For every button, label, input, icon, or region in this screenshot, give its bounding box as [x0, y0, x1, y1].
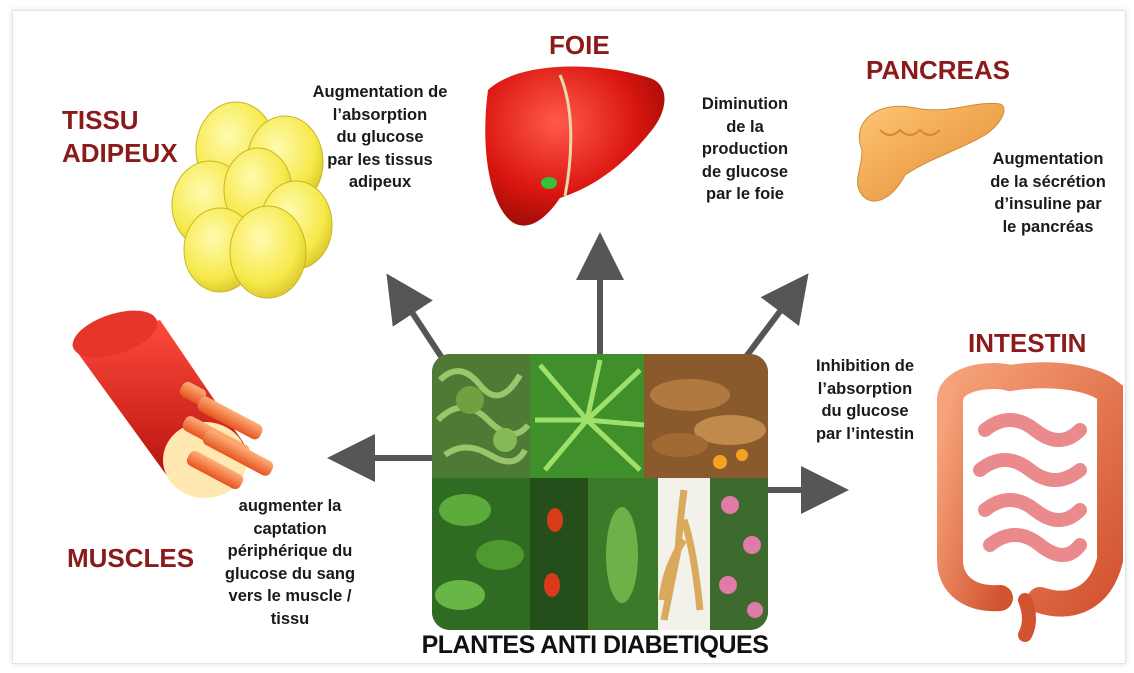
pancreas-desc-line: de la sécrétion [963, 171, 1133, 194]
foie-desc-line: production [680, 138, 810, 161]
tissu-desc-line: par les tissus [290, 149, 470, 172]
intestine-image [950, 375, 1110, 635]
intestin-desc-line: l’absorption [790, 378, 940, 401]
tissu-desc-line: l’absorption [290, 104, 470, 127]
arrow-to-pancreas [742, 290, 796, 362]
muscles-desc-line: captation [200, 518, 380, 541]
pancreas-desc-line: le pancréas [963, 216, 1133, 239]
foie-desc-line: Diminution [680, 93, 810, 116]
muscles-desc-line: augmenter la [200, 495, 380, 518]
muscles-desc-line: vers le muscle / [200, 585, 380, 608]
foie-desc-line: de glucose [680, 161, 810, 184]
tissu-title-line-2: ADIPEUX [62, 137, 178, 170]
muscles-description: augmenter la captation périphérique du g… [200, 495, 380, 630]
pancreas-title: PANCREAS [866, 55, 1010, 86]
central-title: PLANTES ANTI DIABETIQUES [380, 630, 810, 660]
foie-description: Diminution de la production de glucose p… [680, 93, 810, 206]
tissu-desc-line: du glucose [290, 126, 470, 149]
foie-desc-line: par le foie [680, 183, 810, 206]
foie-desc-line: de la [680, 116, 810, 139]
plant-collage [432, 354, 768, 630]
tissu-adipeux-title: TISSU ADIPEUX [62, 104, 178, 170]
arrow-to-tissu [398, 291, 446, 364]
muscles-desc-line: périphérique du [200, 540, 380, 563]
pancreas-desc-line: d’insuline par [963, 193, 1133, 216]
pancreas-desc-line: Augmentation [963, 148, 1133, 171]
intestin-description: Inhibition de l’absorption du glucose pa… [790, 355, 940, 445]
muscles-desc-line: glucose du sang [200, 563, 380, 586]
intestin-desc-line: par l’intestin [790, 423, 940, 446]
foie-title: FOIE [549, 30, 610, 61]
tissu-desc-line: adipeux [290, 171, 470, 194]
liver-image [485, 67, 664, 226]
tissu-description: Augmentation de l’absorption du glucose … [290, 81, 470, 194]
muscles-title: MUSCLES [67, 543, 194, 574]
intestin-desc-line: Inhibition de [790, 355, 940, 378]
intestin-title: INTESTIN [968, 328, 1086, 359]
pancreas-description: Augmentation de la sécrétion d’insuline … [963, 148, 1133, 238]
muscle-image [67, 301, 275, 498]
tissu-desc-line: Augmentation de [290, 81, 470, 104]
intestin-desc-line: du glucose [790, 400, 940, 423]
tissu-title-line-1: TISSU [62, 104, 178, 137]
muscles-desc-line: tissu [200, 608, 380, 631]
